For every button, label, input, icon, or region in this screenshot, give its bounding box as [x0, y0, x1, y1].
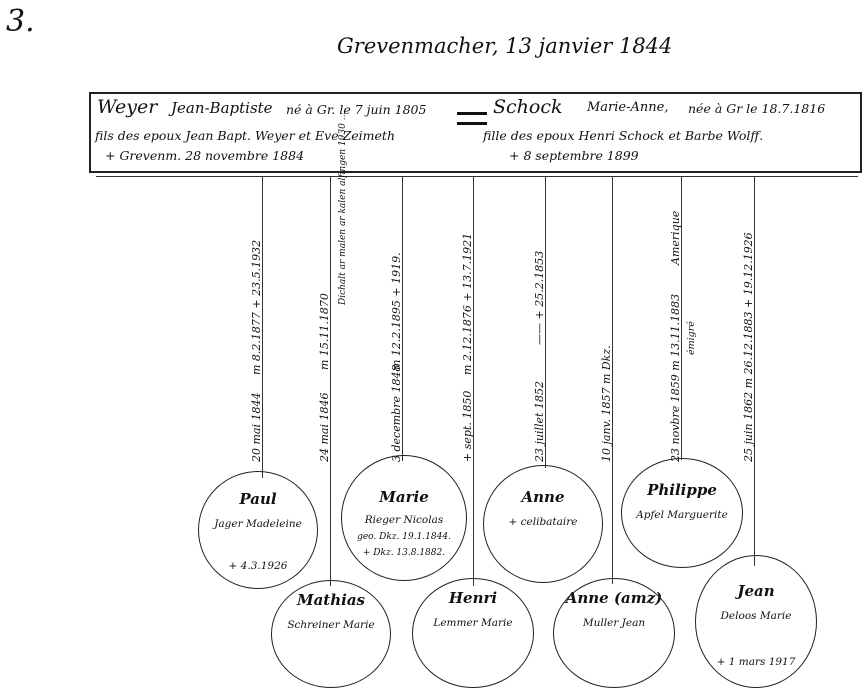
- mathias-note-text: Dichalt ar malen ar kalen alfingen 1930 …: [338, 111, 348, 305]
- branch-line-anne1: [545, 176, 546, 468]
- groom-surname: Weyer: [97, 96, 158, 118]
- groom-death: + Grevenm. 28 novembre 1884: [105, 148, 305, 163]
- parents-box: Weyer Jean-Baptiste né à Gr. le 7 juin 1…: [89, 92, 862, 173]
- mathias-event-text: m 15.11.1870: [318, 293, 331, 370]
- branch-line-henri: [473, 176, 474, 586]
- anne1-event-text: —— + 25.2.1853: [533, 250, 546, 345]
- page-number: 3.: [6, 4, 35, 39]
- child-spouse: Schreiner Marie: [287, 619, 375, 631]
- child-spouse-birth: geo. Dkz. 19.1.1844.: [357, 532, 451, 542]
- child-circle-henri: Henri Lemmer Marie: [412, 578, 534, 688]
- child-spouse-death: + Dkz. 13.8.1882.: [362, 548, 446, 558]
- box-underline: [96, 176, 858, 177]
- child-spouse: Lemmer Marie: [433, 617, 513, 629]
- child-note: + celibataire: [508, 516, 578, 528]
- bride-death: + 8 septembre 1899: [509, 148, 639, 163]
- paul-birth-text: 20 mai 1844: [250, 392, 263, 463]
- branch-line-paul: [262, 176, 263, 478]
- child-circle-jean: Jean Deloos Marie + 1 mars 1917: [695, 555, 817, 688]
- child-circle-anne1: Anne + celibataire: [483, 465, 603, 583]
- place-date-heading: Grevenmacher, 13 janvier 1844: [337, 34, 673, 58]
- jean-birth-text: 25 juin 1862 m 26.12.1883 + 19.12.1926: [742, 232, 755, 462]
- groom-given-name: Jean-Baptiste: [171, 99, 273, 117]
- marriage-equals-sign: [457, 112, 487, 125]
- henri-event-text: m 2.12.1876 + 13.7.1921: [461, 232, 474, 375]
- child-name: Paul: [239, 490, 277, 508]
- branch-line-jean: [754, 176, 755, 566]
- bride-parents: fille des epoux Henri Schock et Barbe Wo…: [483, 128, 764, 143]
- philippe-birth-text: 23 novbre 1859 m 13.11.1883: [669, 293, 682, 462]
- child-spouse: Jager Madeleine: [214, 518, 302, 530]
- bride-surname: Schock: [493, 96, 563, 118]
- branch-line-marie: [402, 176, 403, 461]
- child-circle-philippe: Philippe Apfel Marguerite: [621, 458, 743, 568]
- marie-birth-text: 3 decembre 1848: [390, 364, 403, 462]
- bride-given-name: Marie-Anne,: [587, 100, 669, 115]
- marie-event-text: m 12.2.1895 + 1919.: [390, 252, 403, 370]
- child-name: Anne: [521, 488, 565, 506]
- child-spouse: Deloos Marie: [720, 610, 792, 622]
- paul-event-text: m 8.2.1877 + 23.5.1932: [250, 239, 263, 375]
- branch-line-anne2: [612, 176, 613, 584]
- philippe-note-text: émigré: [686, 321, 697, 355]
- philippe-event-text: Amerique: [669, 210, 682, 265]
- child-spouse: Rieger Nicolas: [364, 514, 444, 526]
- anne1-birth-text: 23 juillet 1852: [533, 381, 546, 462]
- child-circle-marie: Marie Rieger Nicolas geo. Dkz. 19.1.1844…: [341, 455, 467, 581]
- child-name: Philippe: [647, 481, 717, 499]
- branch-line-mathias: [330, 176, 331, 586]
- child-name: Jean: [737, 582, 775, 600]
- child-circle-paul: Paul Jager Madeleine + 4.3.1926: [198, 471, 318, 589]
- child-name: Henri: [448, 589, 498, 607]
- child-name: Marie: [379, 488, 429, 506]
- child-death: + 4.3.1926: [228, 560, 288, 572]
- child-circle-mathias: Mathias Schreiner Marie: [271, 580, 391, 688]
- henri-birth-text: + sept. 1850: [461, 390, 474, 462]
- mathias-birth-text: 24 mai 1846: [318, 392, 331, 463]
- groom-birth: né à Gr. le 7 juin 1805: [286, 102, 427, 117]
- child-circle-anne2: Anne (amz) Muller Jean: [553, 578, 675, 688]
- branch-line-philippe: [681, 176, 682, 460]
- child-name: Anne (amz): [565, 589, 663, 607]
- anne2-birth-text: 10 janv. 1857 m Dkz.: [600, 345, 613, 462]
- bride-birth: née à Gr le 18.7.1816: [688, 101, 826, 116]
- child-death: + 1 mars 1917: [716, 656, 796, 668]
- groom-parents: fils des epoux Jean Bapt. Weyer et Eve Z…: [95, 128, 395, 143]
- child-name: Mathias: [296, 591, 366, 609]
- child-spouse: Muller Jean: [582, 617, 646, 629]
- child-spouse: Apfel Marguerite: [636, 509, 728, 521]
